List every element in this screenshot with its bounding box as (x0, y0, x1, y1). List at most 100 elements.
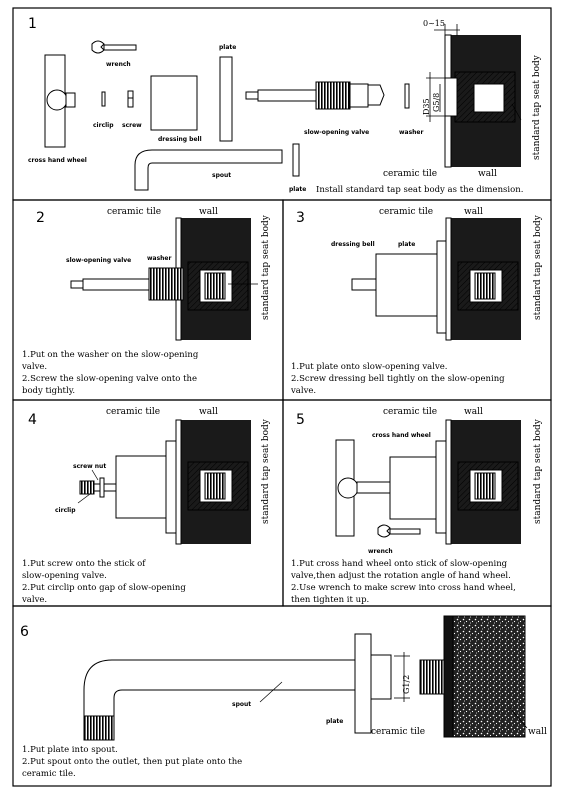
instruction-p4-line1: 1.Put screw onto the stick of (22, 559, 146, 569)
label-tap-seat-body-p2: standard tap seat body (261, 214, 271, 320)
label-wall-p5: wall (464, 407, 483, 417)
label-plate-p3: plate (398, 241, 415, 248)
label-dressing-bell-p1: dressing bell (158, 136, 202, 143)
plate-part-top (219, 56, 233, 142)
label-plate-top: plate (219, 44, 236, 51)
panel-4: 4 ceramic tile wall standard tap seat bo… (21, 407, 271, 605)
panel-2: 2 ceramic tile wall standard tap seat bo… (21, 207, 271, 396)
label-tap-seat-body-p1: standard tap seat body (532, 54, 542, 160)
instruction-p3-line3: valve. (290, 386, 316, 396)
instruction-p6-line2: 2.Put spout onto the outlet, then put pl… (22, 757, 242, 767)
screw-part (127, 90, 134, 108)
dim-g12: G1/2 (402, 675, 411, 694)
spout-collar-p6 (370, 654, 392, 700)
label-wall-p1: wall (478, 169, 497, 179)
wrench-part (91, 40, 137, 54)
label-washer-p1: washer (399, 129, 424, 136)
instruction-p5-line4: then tighten it up. (291, 595, 369, 605)
leader-spout-p6 (259, 681, 283, 703)
label-wall-p6: wall (528, 727, 547, 737)
label-cross-hand-wheel: cross hand wheel (28, 157, 87, 164)
label-ceramic-tile-p2: ceramic tile (107, 207, 161, 217)
spout-tip-thread-p6 (83, 715, 115, 741)
label-tap-seat-body-p4: standard tap seat body (261, 418, 271, 524)
instructions-p6: 1.Put plate into spout. 2.Put spout onto… (22, 745, 242, 779)
label-plate-p6: plate (326, 718, 343, 725)
dimension-lines-p1 (426, 24, 460, 122)
plate-p4 (165, 440, 177, 534)
instruction-p2-line4: body tightly. (22, 386, 75, 396)
label-screw-p1: screw (122, 122, 142, 129)
dressing-bell-part (150, 75, 198, 131)
label-washer-p2: washer (147, 255, 172, 262)
dim-depth: 0~15 (423, 19, 445, 28)
label-circlip-p1: circlip (93, 122, 114, 129)
label-ceramic-tile-p1: ceramic tile (383, 169, 437, 179)
dim-d35: D35 (422, 98, 431, 115)
instruction-p2-line2: valve. (21, 362, 47, 372)
ceramic-tile-p5 (445, 419, 452, 545)
label-spout-p6: spout (232, 701, 251, 708)
instruction-p5-line3: 2.Use wrench to make screw into cross ha… (291, 583, 516, 593)
instruction-p6-line1: 1.Put plate into spout. (22, 745, 118, 755)
label-slow-opening-valve-p2: slow-opening valve (66, 257, 131, 264)
cross-hand-wheel-p5 (335, 439, 391, 537)
dressing-bell-p4 (115, 455, 167, 519)
valve-stem-p3 (351, 278, 377, 291)
wall-block-p6 (452, 615, 526, 738)
panel-1: 1 cross hand wheel wrench circlip screw … (28, 16, 542, 195)
label-screw-nut: screw nut (73, 463, 106, 470)
screw-nut-p4 (79, 477, 117, 498)
ceramic-tile-p4 (175, 419, 182, 545)
instructions-p5: 1.Put cross hand wheel onto stick of slo… (290, 559, 516, 605)
panel-5: 5 ceramic tile wall standard tap seat bo… (290, 407, 543, 605)
instruction-p2-line1: 1.Put on the washer on the slow-opening (22, 350, 199, 360)
dim-g58: G5/8 (432, 93, 441, 112)
panel-6: 6 G1/2 spout plate ceramic tile wall 1.P… (20, 615, 547, 779)
label-ceramic-tile-p5: ceramic tile (383, 407, 437, 417)
step-number-5: 5 (296, 412, 305, 428)
label-wrench: wrench (106, 61, 131, 68)
label-slow-opening-valve-p1: slow-opening valve (304, 129, 369, 136)
instruction-p4-line2: slow-opening valve. (22, 571, 107, 581)
dressing-bell-p3 (375, 253, 438, 317)
label-ceramic-tile-p4: ceramic tile (106, 407, 160, 417)
label-ceramic-tile-p6: ceramic tile (371, 727, 425, 737)
label-ceramic-tile-p3: ceramic tile (379, 207, 433, 217)
instructions-p3: 1.Put plate onto slow-opening valve. 2.S… (290, 362, 505, 396)
label-wall-p2: wall (199, 207, 218, 217)
label-spout-p1: spout (212, 172, 231, 179)
panel-6-frame (12, 605, 552, 787)
instruction-p1: Install standard tap seat body as the di… (316, 185, 523, 195)
cross-hand-wheel-part (44, 54, 76, 148)
outlet-thread-p6 (419, 659, 445, 695)
step-number-6: 6 (20, 624, 29, 640)
step-number-2: 2 (36, 210, 45, 226)
plate-part-bottom (292, 143, 300, 177)
step-number-3: 3 (296, 210, 305, 226)
tap-seat-body-p1 (444, 71, 516, 123)
step-number-1: 1 (28, 16, 37, 32)
washer-part (404, 83, 410, 109)
label-circlip-p4: circlip (55, 507, 76, 514)
instruction-p2-line3: 2.Screw the slow-opening valve onto the (22, 374, 197, 384)
wrench-p5 (377, 524, 421, 538)
label-plate-bottom: plate (289, 186, 306, 193)
plate-p5 (435, 440, 447, 534)
dressing-bell-p5 (389, 456, 437, 520)
instruction-p4-line3: 2.Put circlip onto gap of slow-opening (22, 583, 186, 593)
instruction-p4-line4: valve. (21, 595, 47, 605)
label-wrench-p5: wrench (368, 548, 393, 555)
panel-3: 3 ceramic tile wall standard tap seat bo… (290, 207, 543, 396)
slow-opening-valve-p2 (70, 267, 184, 301)
instruction-p3-line1: 1.Put plate onto slow-opening valve. (291, 362, 448, 372)
instruction-p5-line2: valve,then adjust the rotation angle of … (290, 571, 511, 581)
label-wall-p3: wall (464, 207, 483, 217)
instruction-p6-line3: ceramic tile. (22, 769, 76, 779)
label-wall-p4: wall (199, 407, 218, 417)
ceramic-tile-p6 (443, 615, 454, 738)
instructions-p2: 1.Put on the washer on the slow-opening … (21, 350, 199, 396)
plate-p6 (354, 633, 372, 734)
ceramic-tile-p3 (445, 217, 452, 341)
